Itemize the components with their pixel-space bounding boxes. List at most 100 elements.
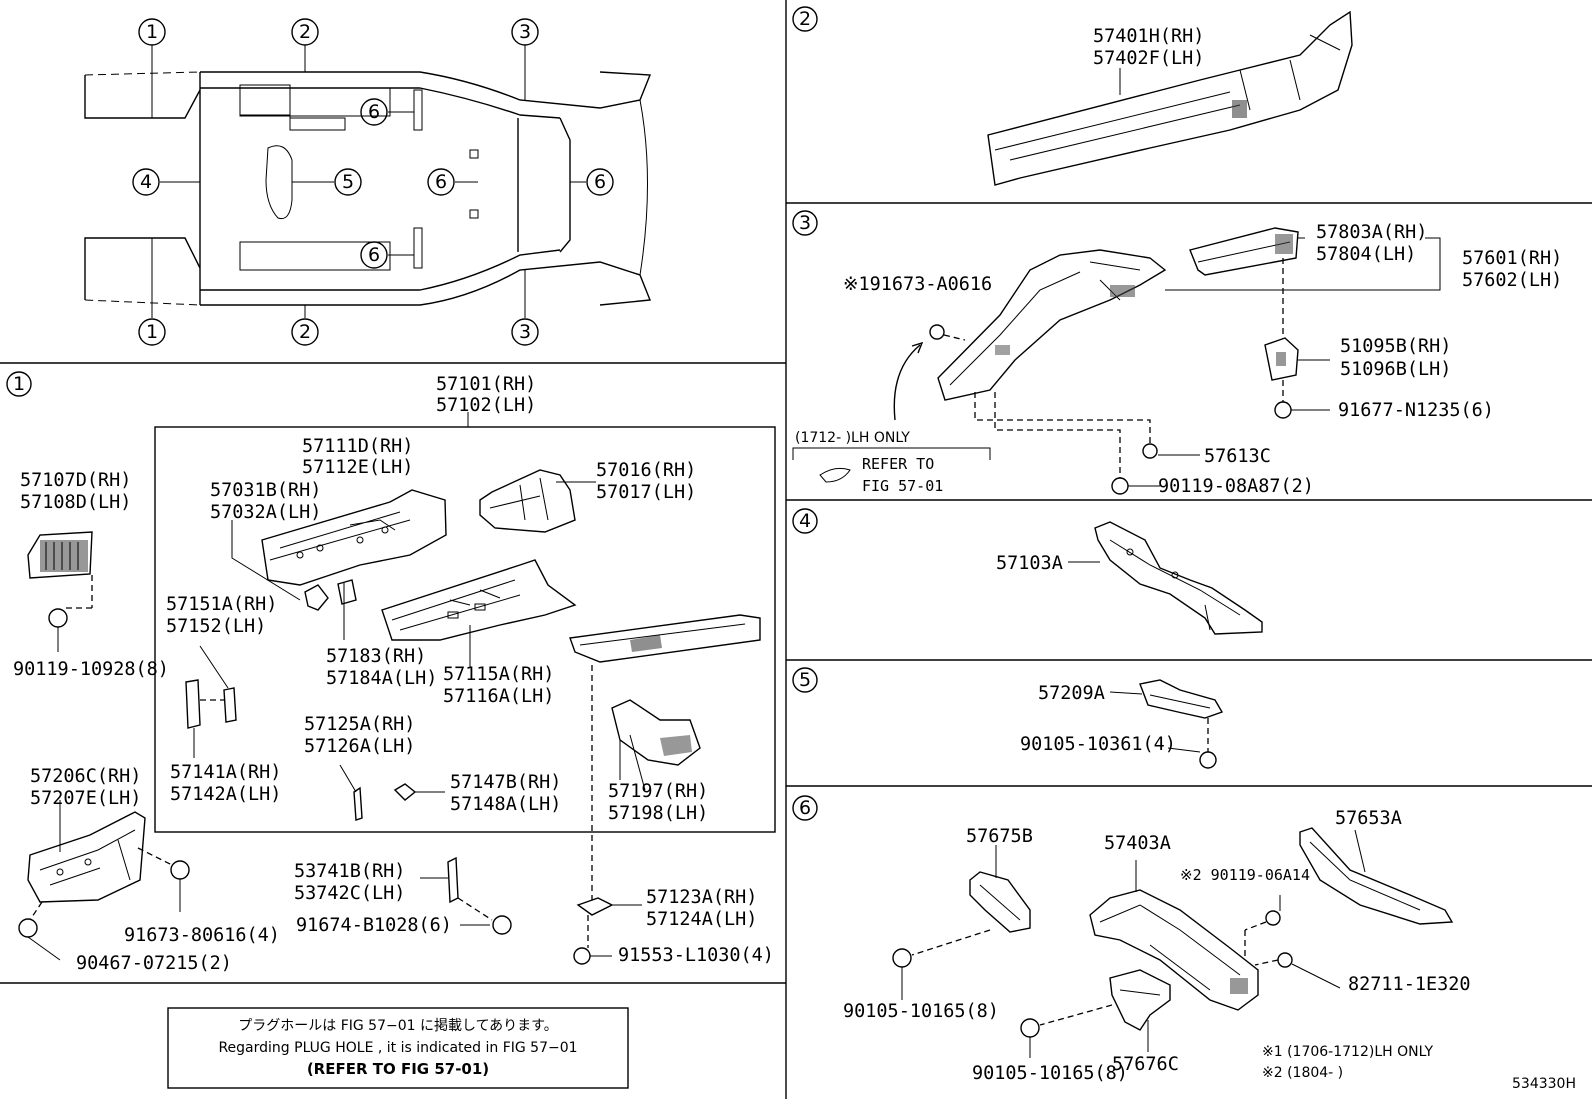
svg-text:90467-07215(2): 90467-07215(2) <box>76 953 232 974</box>
svg-text:57016(RH): 57016(RH) <box>596 460 696 481</box>
section-6-labels: 57675B 57403A 57653A ※2 90119-06A14 8271… <box>843 808 1471 1084</box>
callout-1-top <box>138 18 166 46</box>
svg-text:3: 3 <box>799 212 811 234</box>
svg-text:90105-10165(8): 90105-10165(8) <box>843 1001 999 1022</box>
svg-text:3: 3 <box>519 21 531 43</box>
overview-callouts: 1 1 2 2 3 3 4 5 6 6 6 6 <box>132 18 614 346</box>
svg-text:※2 (1804- ): ※2 (1804- ) <box>1262 1065 1343 1081</box>
section-markers: 1 2 3 4 5 6 <box>6 6 818 821</box>
svg-text:53742C(LH): 53742C(LH) <box>294 883 405 904</box>
svg-text:57141A(RH): 57141A(RH) <box>170 762 281 783</box>
section-4-labels: 57103A <box>996 553 1063 574</box>
callout-2-top <box>291 18 319 46</box>
svg-text:57403A: 57403A <box>1104 833 1171 854</box>
svg-text:57151A(RH): 57151A(RH) <box>166 594 277 615</box>
svg-text:82711-1E320: 82711-1E320 <box>1348 974 1471 995</box>
svg-text:REFER TO: REFER TO <box>862 455 934 473</box>
svg-text:57102(LH): 57102(LH) <box>436 395 536 416</box>
svg-text:6: 6 <box>435 171 447 193</box>
svg-text:91677-N1235(6): 91677-N1235(6) <box>1338 400 1494 421</box>
svg-text:57115A(RH): 57115A(RH) <box>443 664 554 685</box>
svg-text:1: 1 <box>146 321 158 343</box>
section-5-parts <box>1109 679 1224 769</box>
svg-text:5: 5 <box>799 669 811 691</box>
svg-text:6: 6 <box>368 244 380 266</box>
callout-3-bottom <box>511 318 539 346</box>
svg-text:91673-80616(4): 91673-80616(4) <box>124 925 280 946</box>
svg-text:57111D(RH): 57111D(RH) <box>302 436 413 457</box>
svg-text:6: 6 <box>368 101 380 123</box>
svg-text:51096B(LH): 51096B(LH) <box>1340 359 1451 380</box>
svg-text:4: 4 <box>799 510 811 532</box>
svg-text:90119-10928(8): 90119-10928(8) <box>13 659 169 680</box>
svg-text:57031B(RH): 57031B(RH) <box>210 480 321 501</box>
svg-text:※191673-A0616: ※191673-A0616 <box>843 274 992 295</box>
svg-text:57653A: 57653A <box>1335 808 1402 829</box>
section-3-labels: 57803A(RH) 57804(LH) 57601(RH) 57602(LH)… <box>795 222 1562 497</box>
section-1-parts <box>18 412 761 965</box>
callout-4 <box>132 168 160 196</box>
svg-text:6: 6 <box>799 797 811 819</box>
svg-text:57401H(RH): 57401H(RH) <box>1093 26 1204 47</box>
svg-text:90119-08A87(2): 90119-08A87(2) <box>1158 476 1314 497</box>
callout-3-top <box>511 18 539 46</box>
section-2-rocker <box>987 10 1353 186</box>
svg-text:2: 2 <box>299 321 311 343</box>
callout-6-a <box>360 98 388 126</box>
svg-text:4: 4 <box>140 171 152 193</box>
svg-text:57613C: 57613C <box>1204 446 1271 467</box>
svg-text:57147B(RH): 57147B(RH) <box>450 772 561 793</box>
svg-text:57116A(LH): 57116A(LH) <box>443 686 554 707</box>
svg-text:57108D(LH): 57108D(LH) <box>20 492 131 513</box>
floor-overview <box>84 71 652 306</box>
svg-text:57017(LH): 57017(LH) <box>596 482 696 503</box>
svg-text:57126A(LH): 57126A(LH) <box>304 736 415 757</box>
svg-text:57675B: 57675B <box>966 826 1033 847</box>
svg-text:51095B(RH): 51095B(RH) <box>1340 336 1451 357</box>
svg-text:57206C(RH): 57206C(RH) <box>30 766 141 787</box>
svg-text:57103A: 57103A <box>996 553 1063 574</box>
callout-6-b <box>360 241 388 269</box>
section-4-parts <box>1068 521 1263 635</box>
svg-text:57803A(RH): 57803A(RH) <box>1316 222 1427 243</box>
svg-text:57032A(LH): 57032A(LH) <box>210 502 321 523</box>
svg-text:53741B(RH): 53741B(RH) <box>294 861 405 882</box>
svg-text:(REFER TO FIG 57-01): (REFER TO FIG 57-01) <box>307 1060 489 1078</box>
svg-text:90105-10165(8): 90105-10165(8) <box>972 1063 1128 1084</box>
svg-text:57101(RH): 57101(RH) <box>436 374 536 395</box>
section-6-parts <box>892 827 1454 1058</box>
svg-text:57804(LH): 57804(LH) <box>1316 244 1416 265</box>
svg-text:57142A(LH): 57142A(LH) <box>170 784 281 805</box>
svg-text:Regarding PLUG HOLE , it is: Regarding PLUG HOLE , it is indicated in… <box>218 1040 577 1056</box>
svg-text:57183(RH): 57183(RH) <box>326 646 426 667</box>
svg-text:※1 (1706-1712)LH ONLY: ※1 (1706-1712)LH ONLY <box>1262 1044 1434 1060</box>
svg-text:57602(LH): 57602(LH) <box>1462 270 1562 291</box>
svg-text:プラグホールは FIG 57−01 に掲載してあります。: プラグホールは FIG 57−01 に掲載してあります。 <box>238 1018 558 1034</box>
svg-text:57676C: 57676C <box>1112 1054 1179 1075</box>
svg-text:57123A(RH): 57123A(RH) <box>646 887 757 908</box>
svg-text:3: 3 <box>519 321 531 343</box>
svg-text:1: 1 <box>13 373 25 395</box>
svg-text:91674-B1028(6): 91674-B1028(6) <box>296 915 452 936</box>
callout-2-bottom <box>291 318 319 346</box>
svg-text:2: 2 <box>799 8 811 30</box>
svg-text:91553-L1030(4): 91553-L1030(4) <box>618 945 774 966</box>
callout-6-d <box>586 168 614 196</box>
section-2-labels: 57401H(RH) 57402F(LH) <box>1093 26 1204 69</box>
svg-text:※2 90119-06A14: ※2 90119-06A14 <box>1180 866 1310 884</box>
section-1-labels: 57101(RH) 57102(LH) 57107D(RH) 57108D(LH… <box>13 374 774 974</box>
svg-text:90105-10361(4): 90105-10361(4) <box>1020 734 1176 755</box>
svg-text:57124A(LH): 57124A(LH) <box>646 909 757 930</box>
callout-1-bottom <box>138 318 166 346</box>
section-5-labels: 57209A 90105-10361(4) <box>1020 683 1176 755</box>
svg-text:6: 6 <box>594 171 606 193</box>
svg-text:57402F(LH): 57402F(LH) <box>1093 48 1204 69</box>
svg-text:57107D(RH): 57107D(RH) <box>20 470 131 491</box>
svg-text:57184A(LH): 57184A(LH) <box>326 668 437 689</box>
svg-text:2: 2 <box>299 21 311 43</box>
svg-text:57112E(LH): 57112E(LH) <box>302 457 413 478</box>
callout-6-c <box>427 168 455 196</box>
svg-text:57148A(LH): 57148A(LH) <box>450 794 561 815</box>
